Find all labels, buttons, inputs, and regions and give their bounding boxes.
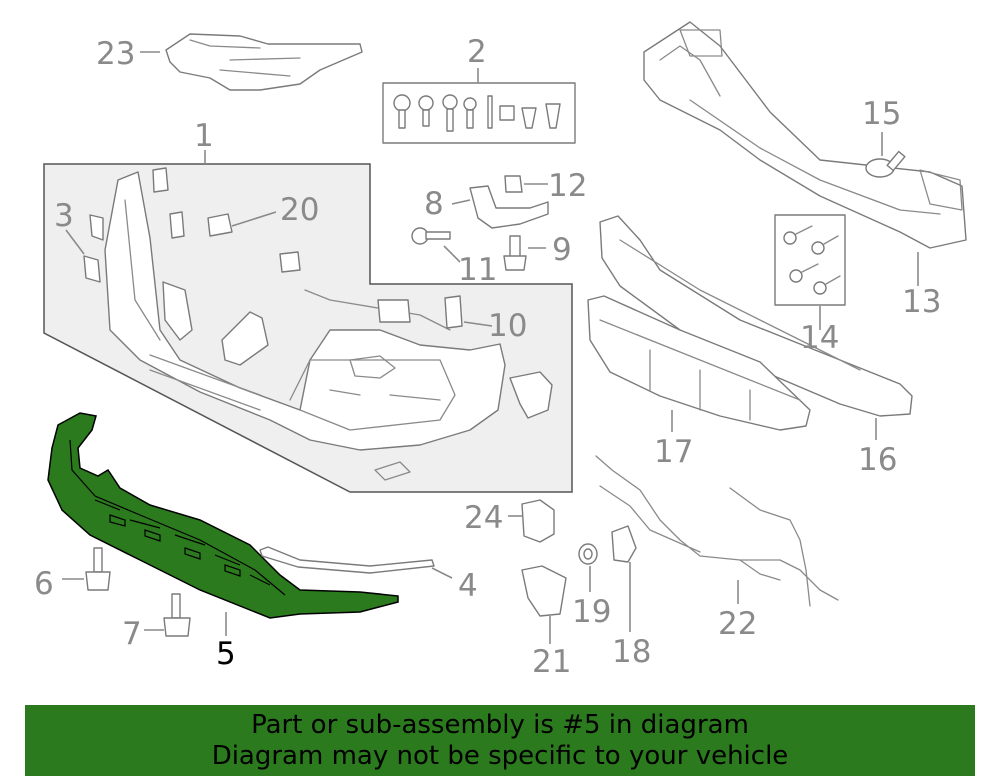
callout-5: 5	[216, 636, 236, 672]
part-11-bolt	[411, 227, 451, 245]
callout-13: 13	[902, 284, 941, 320]
part-7-screw	[163, 593, 191, 637]
callout-6: 6	[34, 566, 54, 602]
callout-1: 1	[194, 118, 214, 154]
part-12-clip	[504, 175, 523, 193]
callout-14: 14	[800, 320, 839, 356]
part-21-bracket	[521, 565, 567, 617]
bumper-bracket-parts	[83, 167, 553, 419]
callout-9: 9	[552, 232, 572, 268]
leader-lines	[62, 51, 919, 644]
part-8-bracket	[469, 185, 549, 229]
callout-labels: 1 2 3 4 5 6 7 8 9 10 11 12 13 14 15 16 1…	[34, 34, 941, 680]
part-5-highlighted	[47, 412, 399, 619]
callout-12: 12	[548, 168, 587, 204]
part-2-hardware-kit	[382, 82, 576, 144]
callout-10: 10	[488, 308, 527, 344]
part-16-absorber	[599, 215, 913, 417]
callout-23: 23	[96, 36, 135, 72]
banner-line-1: Part or sub-assembly is #5 in diagram	[251, 710, 749, 740]
part-24-clip	[521, 499, 555, 543]
part-15-bolt	[865, 150, 906, 178]
part-19-washer	[578, 543, 598, 565]
part-18-sensor	[611, 525, 637, 563]
callout-18: 18	[612, 634, 651, 670]
callout-3: 3	[54, 198, 74, 234]
callout-11: 11	[458, 252, 497, 288]
callout-21: 21	[532, 644, 571, 680]
bumper-cover-part	[104, 171, 506, 481]
callout-15: 15	[862, 96, 901, 132]
callout-17: 17	[654, 434, 693, 470]
callout-22: 22	[718, 606, 757, 642]
part-22-wiring-harness	[595, 455, 839, 607]
part-17-foam-absorber	[587, 295, 811, 431]
part-6-screw	[85, 547, 111, 591]
part-4-strip	[259, 546, 435, 574]
info-banner: Part or sub-assembly is #5 in diagram Di…	[25, 705, 975, 776]
callout-7: 7	[122, 616, 142, 652]
banner-line-2: Diagram may not be specific to your vehi…	[211, 741, 789, 771]
callout-4: 4	[458, 568, 478, 604]
part-13-reinforcement-bar	[643, 21, 967, 249]
callout-24: 24	[464, 500, 503, 536]
part-23-bracket	[165, 33, 363, 91]
part-9-bolt	[503, 235, 527, 271]
callout-16: 16	[858, 442, 897, 478]
callout-8: 8	[424, 186, 444, 222]
callout-19: 19	[572, 594, 611, 630]
callout-2: 2	[467, 34, 487, 70]
callout-20: 20	[280, 192, 319, 228]
part-14-bolt-set	[774, 214, 846, 306]
